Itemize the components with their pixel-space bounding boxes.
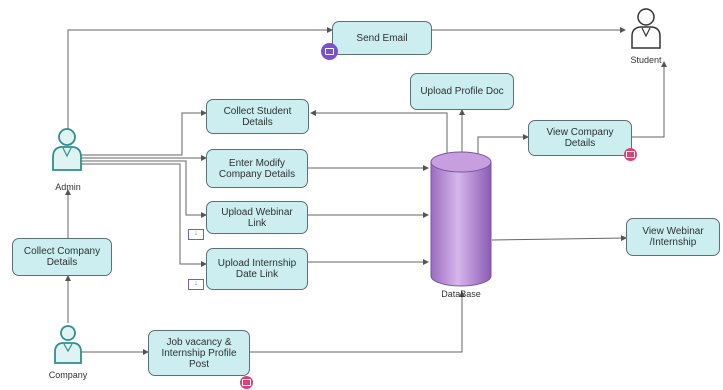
admin-actor-icon <box>52 128 82 171</box>
collect-company-details-process[interactable]: Collect Company Details <box>12 238 112 276</box>
company-actor-icon <box>54 325 82 364</box>
view-webinar-internship-process[interactable]: View Webinar /Internship <box>626 218 720 256</box>
database-label: DataBase <box>441 289 481 299</box>
upload-icon: ↓ <box>188 279 204 290</box>
job-vacancy-post-process[interactable]: Job vacancy & Internship Profile Post <box>148 330 250 376</box>
upload-webinar-link-process[interactable]: Upload Webinar Link <box>206 201 308 234</box>
database-cylinder-icon <box>430 151 492 287</box>
admin-label: Admin <box>55 182 81 192</box>
enter-modify-company-details-process[interactable]: Enter Modify Company Details <box>206 149 308 188</box>
upload-icon: ↓ <box>188 229 204 240</box>
upload-profile-doc-process[interactable]: Upload Profile Doc <box>410 73 514 110</box>
company-label: Company <box>48 370 88 380</box>
view-company-details-process[interactable]: View Company Details <box>528 120 632 156</box>
upload-internship-date-link-process[interactable]: Upload Internship Date Link <box>206 248 308 290</box>
send-email-process[interactable]: Send Email <box>332 21 432 55</box>
student-label: Student <box>630 55 662 65</box>
student-actor-icon <box>631 8 661 49</box>
mail-icon <box>624 148 637 161</box>
email-icon <box>321 43 338 60</box>
collect-student-details-process[interactable]: Collect Student Details <box>206 99 309 134</box>
mail-icon <box>240 376 253 389</box>
